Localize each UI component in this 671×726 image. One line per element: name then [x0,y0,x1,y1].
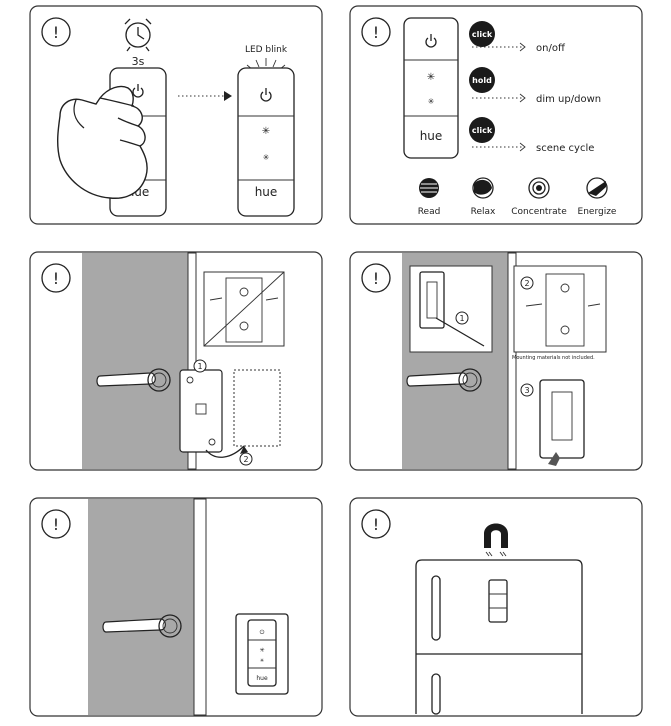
svg-text:Energize: Energize [578,207,617,217]
energize-scene-icon [586,177,608,199]
panel-magnetic-fridge: ! [349,497,643,717]
step-badge-1: 1 [193,359,207,373]
hold-badge: hold [472,76,492,85]
warning-icon: ! [361,17,391,47]
scene-concentrate: Concentrate [511,177,567,217]
action-row-1: hold dim up/down [469,67,601,105]
remote-after: ✳ ✳ hue [237,67,295,217]
panel-screw-mount: ! 1 2 Mounting materials not included. [349,251,643,471]
svg-text:!: ! [53,515,59,534]
action-label: dim up/down [536,94,601,105]
no-screw-inset [203,271,285,347]
led-blink-label: LED blink [245,45,288,55]
door-handle [406,368,482,392]
svg-text:Relax: Relax [471,207,496,217]
magnet-icon [484,523,508,557]
mounted-remote-plate: ⏻ ✳ ✳ hue [235,613,289,695]
svg-text:Concentrate: Concentrate [511,207,567,217]
brightness-up-icon: ✳ [259,647,264,654]
svg-text:!: ! [373,269,379,288]
pressing-hand-icon [57,85,148,199]
svg-text:1: 1 [197,362,202,371]
scene-energize: Energize [578,177,617,217]
warning-icon: ! [41,509,71,539]
step-badge-3 [520,383,534,397]
timer-label: 3s [132,55,145,68]
door-handle [102,614,182,638]
mounting-note: Mounting materials not included. [512,355,595,361]
power-icon: ⏻ [260,629,265,636]
svg-text:2: 2 [243,455,248,464]
action-label: scene cycle [536,143,594,154]
warning-icon: ! [41,263,71,293]
click-badge: click [472,126,493,135]
power-icon [260,88,272,102]
hue-button-label: hue [255,185,278,199]
svg-text:Read: Read [418,207,441,217]
door-handle [96,368,171,392]
screw-inset: 2 [513,265,607,353]
panel-mounted-remote: ! ⏻ ✳ ✳ hue [29,497,323,717]
remote-diagram: ✳ ✳ hue [403,17,459,159]
svg-text:2: 2 [524,279,529,288]
power-icon [425,34,437,48]
brightness-down-icon: ✳ [428,97,435,106]
brightness-up-icon: ✳ [427,72,435,83]
hue-button-label: hue [420,129,443,143]
svg-text:3: 3 [524,386,529,395]
brightness-up-icon: ✳ [262,126,270,137]
action-label: on/off [536,43,566,54]
fridge [415,559,583,715]
wall-plate [179,369,223,453]
fridge-remote [488,579,508,623]
remove-inset: 1 [409,265,493,353]
svg-text:!: ! [53,269,59,288]
brightness-down-icon: ✳ [260,658,264,664]
scene-relax: Relax [471,177,496,217]
svg-text:!: ! [373,23,379,42]
concentrate-scene-icon [528,177,550,199]
warning-icon: ! [361,509,391,539]
action-row-0: click on/off [469,21,566,54]
brightness-down-icon: ✳ [263,153,270,162]
step-badge-1 [455,311,469,325]
svg-text:!: ! [373,515,379,534]
plate-outline [233,369,281,447]
scene-read: Read [418,178,441,217]
warning-icon: ! [361,263,391,293]
panel-hold-3s: ! 3s ✳ hue LED blink [29,5,323,225]
arrow-head [224,91,232,101]
slide-on-inset: 3 [520,379,585,466]
click-badge: click [472,30,493,39]
power-icon [132,84,144,98]
panel-wall-plate: ! 1 2 [29,251,323,471]
alarm-clock-icon [124,18,152,52]
step-badge-2 [520,276,534,290]
hue-button-label: hue [256,675,268,682]
action-row-2: click scene cycle [469,117,594,154]
relax-scene-icon [472,177,494,199]
panel-button-functions: ! ✳ ✳ hue click on/off hold dim up/down [349,5,643,225]
warning-icon: ! [41,17,71,47]
svg-text:1: 1 [459,314,464,323]
svg-text:!: ! [53,23,59,42]
step-badge-2: 2 [239,452,253,466]
